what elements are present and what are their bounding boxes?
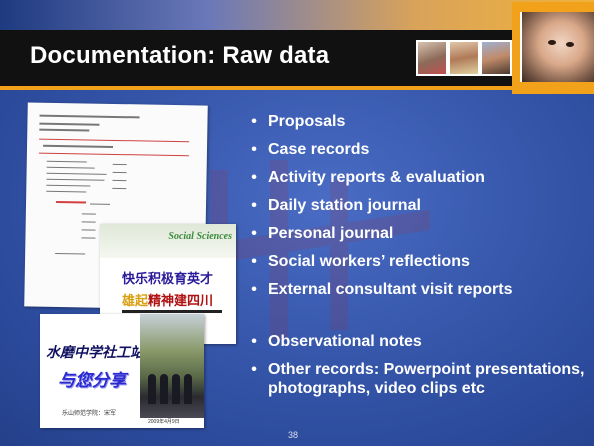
bullet-icon: • <box>251 197 257 214</box>
poster-text-line <box>122 310 222 313</box>
bullet-text: Case records <box>268 141 370 158</box>
bullet-item: • External consultant visit reports <box>248 280 588 299</box>
photo-date: 2009年4月9日 <box>148 419 180 425</box>
bullet-text: Daily station journal <box>268 197 421 214</box>
bullet-icon: • <box>251 225 257 242</box>
bullet-icon: • <box>251 141 257 158</box>
poster-header: Social Sciences <box>100 224 236 258</box>
bullet-icon: • <box>251 361 257 378</box>
bullet-text: Proposals <box>268 113 346 130</box>
bullet-icon: • <box>251 281 257 298</box>
thumbnail-photo-2 <box>448 40 480 76</box>
bullet-text: Activity reports & evaluation <box>268 169 485 186</box>
thumbnail-photo-3 <box>480 40 512 76</box>
bullet-text: Personal journal <box>268 225 394 242</box>
eye-shape <box>566 42 574 47</box>
child-portrait-photo <box>520 12 594 82</box>
title-underline <box>0 86 520 90</box>
bullet-item: • Other records: Powerpoint presentations… <box>248 360 588 398</box>
bullet-text: External consultant visit reports <box>268 281 513 298</box>
bullet-icon: • <box>251 113 257 130</box>
top-gradient-band <box>0 0 594 30</box>
bullet-item: • Daily station journal <box>248 196 588 215</box>
brochure-subtitle: 乐山师范学院：宋军 <box>62 411 117 417</box>
bullet-item: • Proposals <box>248 112 588 131</box>
bullet-item: • Personal journal <box>248 224 588 243</box>
poster-slogan-1: 快乐积极育英才 <box>122 272 214 287</box>
group-photo <box>140 314 204 418</box>
eye-shape <box>548 40 556 45</box>
poster-logo-text: Social Sciences <box>168 231 232 242</box>
bullet-icon: • <box>251 169 257 186</box>
bullet-item: • Social workers’ reflections <box>248 252 588 271</box>
slide-title: Documentation: Raw data <box>30 42 330 69</box>
brochure-document-image: 水磨中学社工站 与您分享 乐山师范学院：宋军 2009年4月9日 <box>40 314 204 428</box>
bullet-text: Social workers’ reflections <box>268 253 470 270</box>
bullet-item: • Activity reports & evaluation <box>248 168 588 187</box>
bullet-text: Other records: Powerpoint presentations,… <box>268 361 585 397</box>
poster-slogan-2: 雄起精神建四川 <box>122 294 214 309</box>
bullet-icon: • <box>251 253 257 270</box>
bullet-item: • Case records <box>248 140 588 159</box>
bullet-item: • Observational notes <box>248 332 588 351</box>
bullet-text: Observational notes <box>268 333 422 350</box>
thumbnail-photo-1 <box>416 40 448 76</box>
page-number: 38 <box>288 430 299 440</box>
bullet-list: • Proposals • Case records • Activity reports… <box>248 112 588 398</box>
brochure-calligraphy-2: 与您分享 <box>58 371 126 391</box>
brochure-calligraphy-1: 水磨中学社工站 <box>46 345 144 361</box>
bullet-icon: • <box>251 333 257 350</box>
